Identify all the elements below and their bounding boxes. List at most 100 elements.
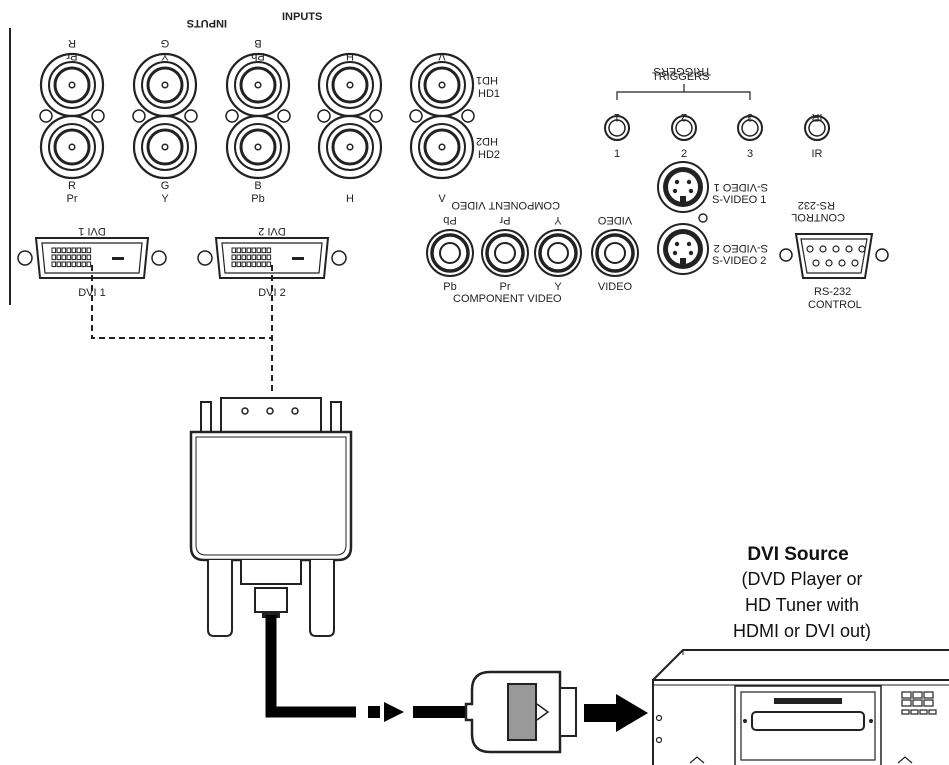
trigger-label-mirrored: IR xyxy=(811,111,822,123)
svideo2-label-mirrored: S-VIDEO 2 xyxy=(714,242,768,254)
bnc-label-top: R xyxy=(68,37,76,49)
rca-label-mirrored: Pr xyxy=(499,214,510,226)
svideo2-connector xyxy=(657,223,709,275)
bnc-screw xyxy=(369,109,383,123)
rca-label: VIDEO xyxy=(598,281,633,293)
rca-label: Pb xyxy=(443,281,456,293)
cable xyxy=(265,615,356,718)
hdmi-plug xyxy=(464,670,577,754)
rca-label: Y xyxy=(554,281,562,293)
bnc-label-top: H xyxy=(346,50,354,62)
rs232-line1-mirrored: RS-232 xyxy=(798,199,835,211)
bnc-connector-1-5 xyxy=(409,52,475,118)
dvi-label: DVI 2 xyxy=(258,287,286,299)
triggers-bracket xyxy=(616,84,751,100)
svideo1-label-mirrored: S-VIDEO 1 xyxy=(714,181,768,193)
triggers-label: TRIGGERS xyxy=(652,71,709,83)
dvi-source-device xyxy=(652,649,949,765)
rca-jack xyxy=(591,229,639,277)
svideo1-label: S-VIDEO 1 xyxy=(712,194,766,206)
svideo-screw xyxy=(698,213,708,223)
bnc-screw xyxy=(225,109,239,123)
dvi-label: DVI 1 xyxy=(78,287,106,299)
hd2-label: HD2 xyxy=(478,149,500,161)
hd1-label-mirrored: HD1 xyxy=(476,74,498,86)
trigger-label: IR xyxy=(812,148,823,160)
rca-label: Pr xyxy=(500,281,511,293)
rca-label-mirrored: Y xyxy=(554,214,562,226)
dvi1-port xyxy=(17,237,167,279)
bnc-label-bottom: V xyxy=(438,193,446,205)
bnc-connector-2-4 xyxy=(317,114,383,180)
rca-label-mirrored: Pb xyxy=(443,214,456,226)
bnc-connector-2-1 xyxy=(39,114,105,180)
source-line1: (DVD Player or xyxy=(741,569,862,589)
trigger-label-mirrored: 1 xyxy=(614,111,620,123)
bnc-label-bottom: Y xyxy=(161,193,169,205)
rca-jack xyxy=(426,229,474,277)
bnc-label-bottom: H xyxy=(346,193,354,205)
bnc-connector-2-5 xyxy=(409,114,475,180)
rca-label-mirrored: VIDEO xyxy=(597,214,632,226)
bnc-connector-2-3 xyxy=(225,114,291,180)
bnc-connector-1-1 xyxy=(39,52,105,118)
rs232-connector xyxy=(779,233,889,279)
bnc-connector-1-3 xyxy=(225,52,291,118)
dvi2-port xyxy=(197,237,347,279)
source-line2: HD Tuner with xyxy=(745,595,859,615)
rca-jack xyxy=(534,229,582,277)
triggers-label-mirrored: TRIGGERS xyxy=(654,65,711,77)
bnc-screw xyxy=(91,109,105,123)
bnc-label-bottom: Pr xyxy=(67,193,78,205)
dashed-link-dvi1 xyxy=(91,265,272,339)
trigger-label-mirrored: 3 xyxy=(747,111,753,123)
arrow-to-source xyxy=(616,694,648,732)
trigger-label: 1 xyxy=(614,148,620,160)
bnc-label-bottom: R xyxy=(68,180,76,192)
bnc-label-bottom: B xyxy=(254,180,261,192)
component-video-label-mirrored: COMPONENT VIDEO xyxy=(451,199,560,211)
source-title: DVI Source xyxy=(747,544,848,565)
bnc-label-top: B xyxy=(254,37,261,49)
bnc-label-top: V xyxy=(438,50,446,62)
bnc-label-bottom: Pb xyxy=(251,193,264,205)
bnc-connector-1-2 xyxy=(132,52,198,118)
trigger-label: 2 xyxy=(681,148,687,160)
hd1-label: HD1 xyxy=(478,88,500,100)
component-video-label: COMPONENT VIDEO xyxy=(453,293,562,305)
bnc-connector-1-4 xyxy=(317,52,383,118)
rs232-line2-mirrored: CONTROL xyxy=(791,211,845,223)
cable-segment-3 xyxy=(584,704,618,722)
svideo1-connector xyxy=(657,161,709,213)
rs232-line1: RS-232 xyxy=(814,286,851,298)
inputs-label: INPUTS xyxy=(282,11,322,23)
dvi-plug xyxy=(189,397,353,637)
bnc-screw xyxy=(317,109,331,123)
dvi-label-mirrored: DVI 2 xyxy=(258,225,286,237)
trigger-label-mirrored: 2 xyxy=(681,111,687,123)
source-line3: HDMI or DVI out) xyxy=(733,621,871,641)
bnc-screw xyxy=(461,109,475,123)
bnc-screw xyxy=(132,109,146,123)
bnc-screw xyxy=(184,109,198,123)
rca-jack xyxy=(481,229,529,277)
svideo2-label: S-VIDEO 2 xyxy=(712,255,766,267)
bnc-label-top: Pb xyxy=(251,50,264,62)
cable-segment-2 xyxy=(413,706,465,718)
arrow-to-hdmi xyxy=(384,702,404,722)
bnc-label-bottom: G xyxy=(161,180,170,192)
cable-dash-1 xyxy=(368,706,380,718)
bnc-screw xyxy=(277,109,291,123)
bnc-label-top: Y xyxy=(161,50,169,62)
bnc-connector-2-2 xyxy=(132,114,198,180)
trigger-label: 3 xyxy=(747,148,753,160)
hd2-label-mirrored: HD2 xyxy=(476,135,498,147)
bnc-label-top: Pr xyxy=(66,50,77,62)
bnc-screw xyxy=(409,109,423,123)
bnc-screw xyxy=(39,109,53,123)
rs232-line2: CONTROL xyxy=(808,299,862,311)
